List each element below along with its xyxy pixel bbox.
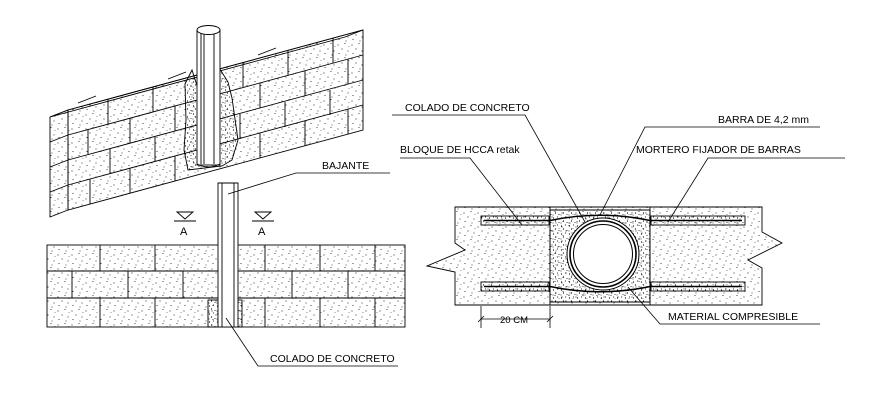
leader-bloque-hcca — [400, 157, 523, 226]
bloque-hcca-label: BLOQUE DE HCCA retak — [400, 144, 520, 156]
section-mark-left-label: A — [180, 226, 188, 238]
bajante-callout — [227, 172, 390, 195]
material-compresible-label: MATERIAL COMPRESIBLE — [668, 311, 798, 323]
section-marker-left: A — [174, 211, 196, 238]
section-marker-right: A — [252, 211, 274, 238]
leader-mortero — [667, 157, 845, 223]
section-triangle-icon — [253, 211, 273, 220]
isometric-downpipe — [183, 25, 239, 171]
dimension-20cm — [477, 306, 554, 328]
section-mark-right-label: A — [258, 226, 266, 238]
colado-elevation-callout — [225, 317, 398, 367]
pipe-inner — [573, 224, 633, 284]
bajante-label: BAJANTE — [322, 160, 369, 172]
mortero-label: MORTERO FIJADOR DE BARRAS — [636, 144, 801, 156]
leader-barra — [599, 126, 820, 216]
rebar-top — [484, 214, 742, 222]
section-triangle-icon — [175, 211, 195, 220]
downpipe-3d-top — [196, 25, 221, 35]
colado-section-label: COLADO DE CONCRETO — [405, 102, 530, 114]
rebar-bottom — [484, 285, 742, 293]
barra-label: BARRA DE 4,2 mm — [718, 114, 809, 126]
dimension-20cm-label: 20 CM — [500, 315, 528, 326]
plan-section-view — [425, 206, 783, 306]
leader-colado-section — [392, 114, 586, 223]
downpipe-3d-body — [196, 29, 221, 166]
colado-elevation-label: COLADO DE CONCRETO — [270, 353, 395, 365]
downpipe-elevation-body — [217, 182, 239, 328]
elevation-downpipe — [207, 182, 243, 328]
section-callout-leaders — [392, 114, 845, 325]
leader-material-compresible — [627, 286, 820, 325]
